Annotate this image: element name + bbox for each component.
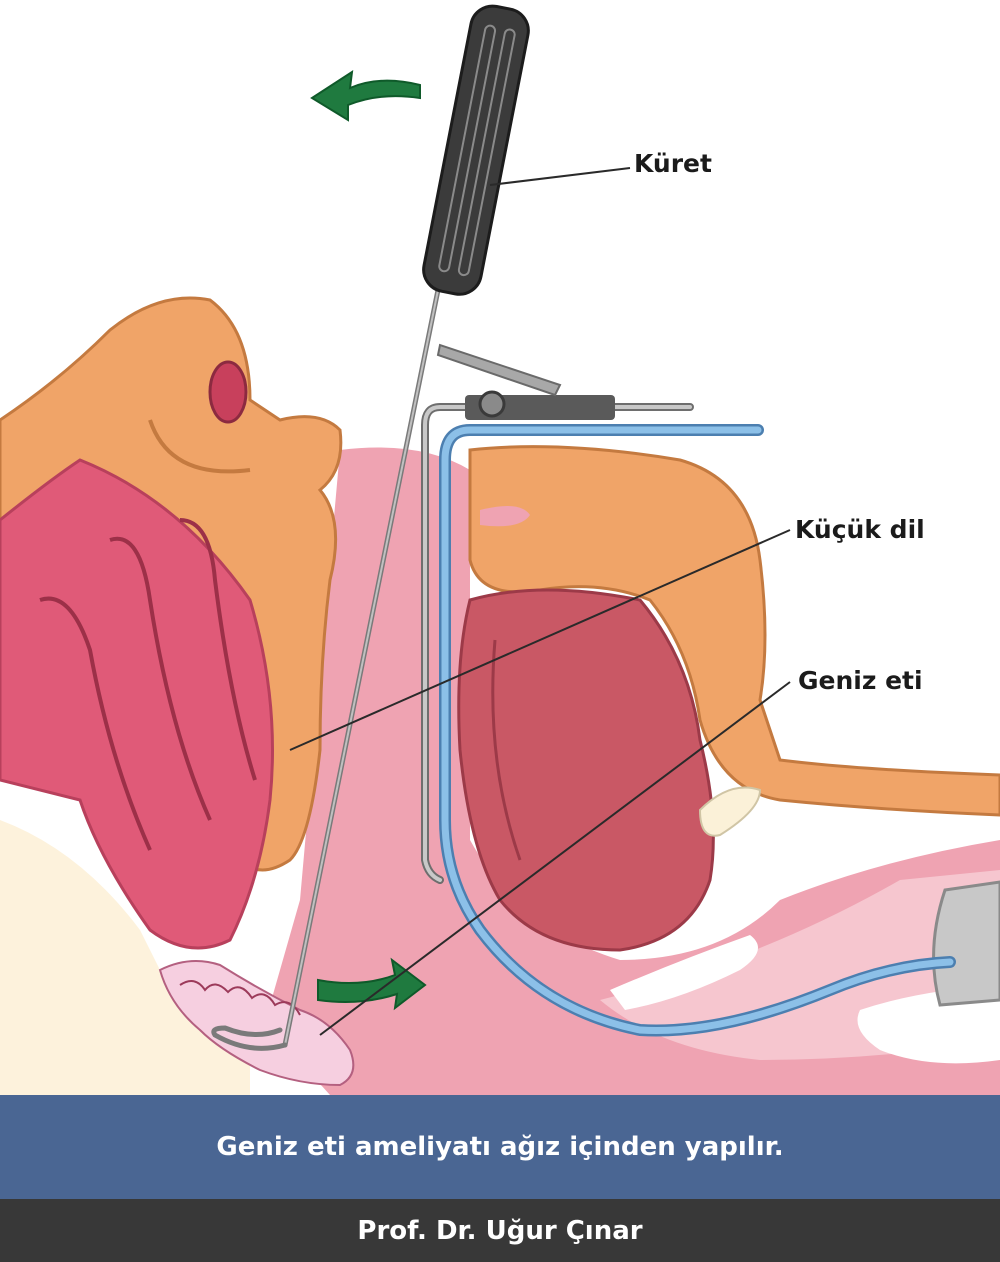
uvula-label: Küçük dil <box>795 515 925 544</box>
tongue <box>457 588 715 952</box>
retractor-lever <box>436 343 562 397</box>
adenoidectomy-illustration: Küret Küçük dil Geniz eti <box>0 4 1000 1095</box>
nostril <box>208 360 248 424</box>
epiglottis <box>698 786 762 837</box>
trachea-wall <box>857 985 1000 1064</box>
credit-bar: Prof. Dr. Uğur Çınar <box>0 1199 1000 1262</box>
uvula-leader-line <box>289 529 791 751</box>
adenoid <box>158 960 355 1087</box>
adenoid-leader-line <box>319 681 791 1036</box>
curette-leader-line <box>489 167 631 186</box>
curette-rod-highlight <box>284 289 439 1046</box>
curette-handle <box>422 4 530 296</box>
curette-handle-body <box>422 4 530 296</box>
caption-bar: Geniz eti ameliyatı ağız içinden yapılır… <box>0 1095 1000 1199</box>
adenoid-texture <box>179 980 301 1016</box>
arrow-left-icon <box>310 69 421 122</box>
mouth-tissue <box>0 458 274 950</box>
caption-text: Geniz eti ameliyatı ağız içinden yapılır… <box>216 1132 784 1162</box>
vocal-fold <box>610 935 758 1010</box>
arrow-right-icon <box>317 957 427 1011</box>
tongue-line <box>491 639 522 861</box>
mouth-fold-3 <box>179 518 257 781</box>
curette-tip <box>211 1025 288 1051</box>
tube-cuff <box>932 880 1000 1007</box>
curette-handle-groove-1 <box>438 24 497 273</box>
mouth-fold-2 <box>109 536 212 821</box>
adenoid-label: Geniz eti <box>798 666 923 695</box>
retractor-highlight <box>423 405 692 882</box>
curette-label: Küret <box>634 149 712 178</box>
mouth-fold-1 <box>39 596 152 851</box>
palate <box>468 445 1000 817</box>
retractor-screw <box>478 390 506 418</box>
credit-text: Prof. Dr. Uğur Çınar <box>357 1215 643 1246</box>
curette-handle-groove-2 <box>457 28 516 277</box>
breathing-tube <box>441 426 954 1034</box>
nose-curve <box>148 419 251 474</box>
pillow <box>0 820 250 1095</box>
uvula <box>480 506 530 527</box>
